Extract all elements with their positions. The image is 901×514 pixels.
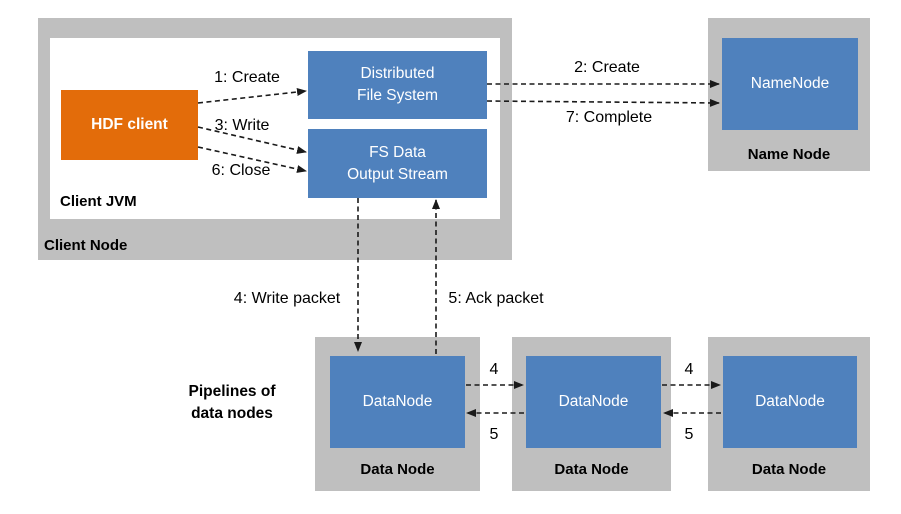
datanode-box-3: DataNode: [723, 356, 857, 448]
flow-label-7-complete: 7: Complete: [565, 109, 653, 126]
distributed-file-system-box: Distributed File System: [308, 51, 487, 119]
hdf-client-box: HDF client: [61, 90, 198, 160]
namenode-label: NameNode: [750, 75, 830, 92]
pipeline-label-5a: 5: [489, 426, 499, 443]
distributed-file-system-label: Distributed File System: [357, 65, 438, 104]
pipeline-label-5b: 5: [684, 426, 694, 443]
client-node-label: Client Node: [44, 237, 128, 254]
flow-label-4-write-packet: 4: Write packet: [233, 290, 341, 307]
name-node-group-label: Name Node: [747, 146, 831, 163]
name-node-group: NameNode Name Node: [708, 18, 870, 171]
pipelines-caption: Pipelines of data nodes: [188, 383, 276, 422]
fs-data-output-stream-box: FS Data Output Stream: [308, 129, 487, 198]
namenode-box: NameNode: [722, 38, 858, 130]
data-node-group-2: DataNode Data Node: [512, 337, 671, 491]
datanode-label-1: DataNode: [362, 393, 433, 410]
arrow-7-complete: [486, 98, 720, 107]
client-jvm-label: Client JVM: [60, 193, 137, 210]
data-node-group-3: DataNode Data Node: [708, 337, 870, 491]
pipeline-label-4a: 4: [489, 361, 499, 378]
client-jvm-box: HDF client Distributed File System FS Da…: [50, 38, 500, 219]
data-node-group-1: DataNode Data Node: [315, 337, 480, 491]
datanode-label-2: DataNode: [558, 393, 629, 410]
datanode-box-2: DataNode: [526, 356, 661, 448]
fs-data-output-stream-label: FS Data Output Stream: [347, 143, 448, 183]
client-node-group: HDF client Distributed File System FS Da…: [38, 18, 512, 260]
flow-label-3-write: 3: Write: [214, 117, 270, 134]
datanode-label-3: DataNode: [755, 393, 825, 410]
hdf-client-label: HDF client: [91, 116, 168, 133]
flow-label-5-ack-packet: 5: Ack packet: [448, 290, 544, 307]
flow-label-1-create: 1: Create: [214, 69, 280, 86]
data-node-group-label-3: Data Node: [751, 461, 827, 478]
data-node-group-label-1: Data Node: [360, 461, 435, 478]
datanode-box-1: DataNode: [330, 356, 465, 448]
flow-label-6-close: 6: Close: [211, 162, 271, 179]
data-node-group-label-2: Data Node: [554, 461, 629, 478]
pipeline-label-4b: 4: [684, 361, 694, 378]
flow-label-2-create: 2: Create: [574, 59, 640, 76]
